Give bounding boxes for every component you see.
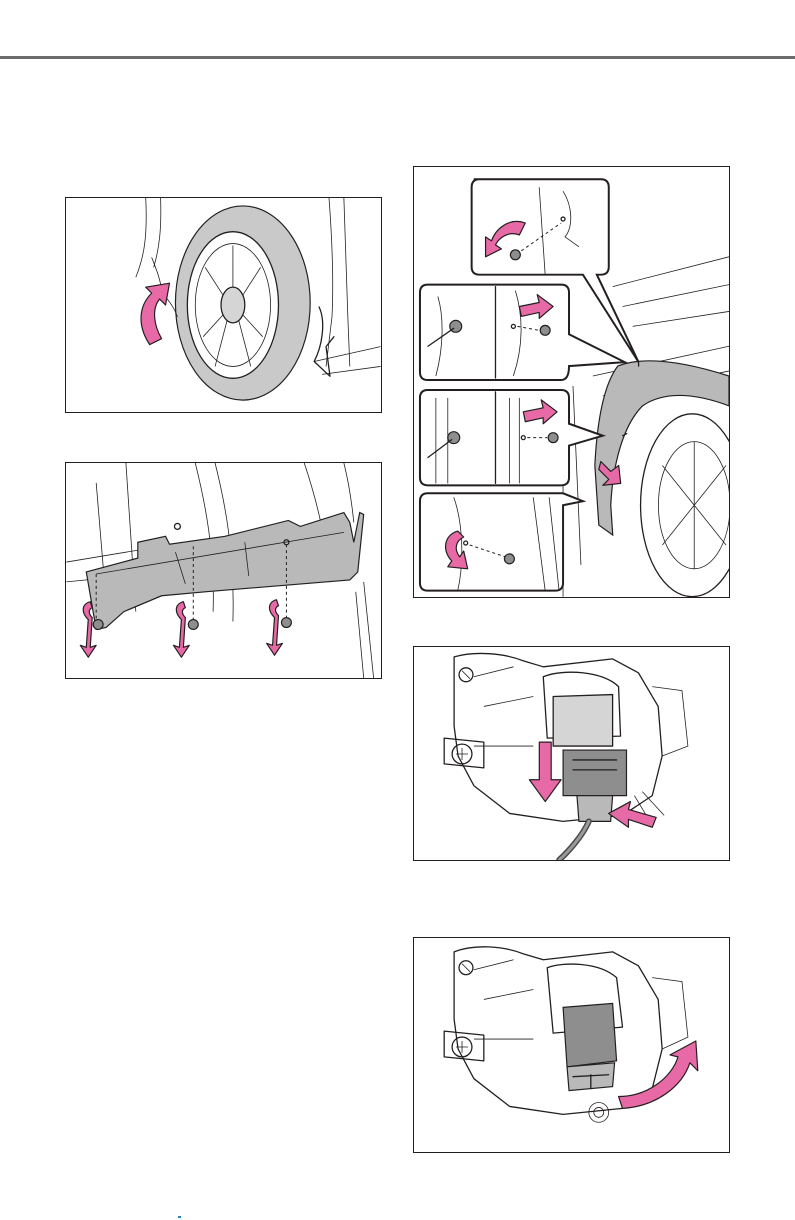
page-marker — [178, 1216, 181, 1218]
connector-illustration — [414, 647, 729, 860]
figure-wheel-well — [65, 197, 382, 413]
press-arrow-icon — [609, 802, 657, 828]
fastener-icon — [93, 618, 291, 630]
figure-fog-lamp-bulb — [413, 937, 730, 1153]
wheel-illustration — [66, 198, 381, 412]
curved-arrow-up-icon — [141, 283, 169, 344]
figure-fender-clips — [413, 166, 730, 598]
callout-bubble-4 — [420, 493, 583, 590]
header-rule — [0, 56, 795, 59]
bulb-illustration — [414, 938, 729, 1152]
rotate-arrow-icon-3 — [619, 1041, 698, 1108]
fender-illustration — [414, 167, 729, 597]
figure-liner-fasteners — [65, 462, 382, 679]
down-arrow-icon — [529, 742, 561, 801]
liner-illustration — [66, 463, 381, 678]
callout-bubble-2 — [420, 285, 625, 380]
figure-fog-lamp-connector — [413, 646, 730, 861]
